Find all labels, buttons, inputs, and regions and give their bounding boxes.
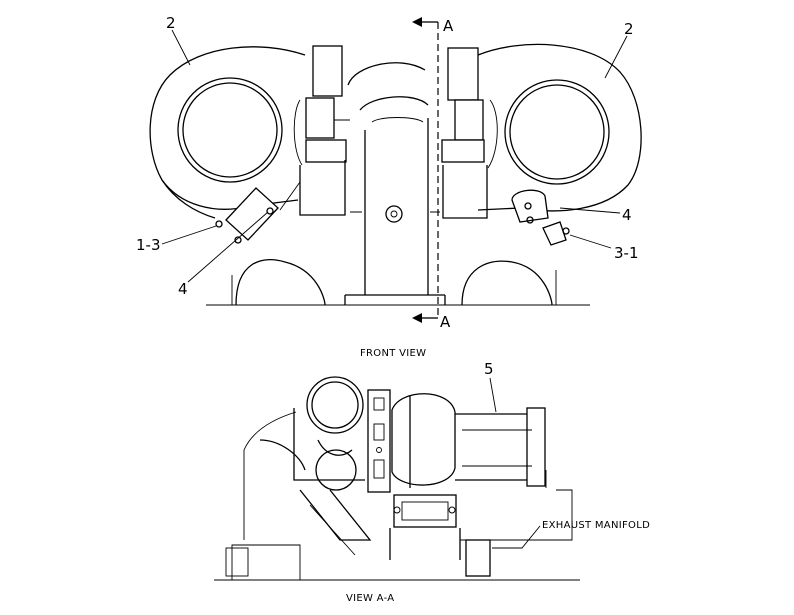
exhaust-manifold-label: EXHAUST MANIFOLD: [542, 520, 650, 531]
callout-bolt-right: 3-1: [614, 244, 639, 262]
turbocharger-left: [149, 45, 350, 219]
exhaust-manifold: [225, 539, 491, 577]
section-marker-bottom: A: [440, 313, 451, 331]
front-view: A A 2 2 1-3: [136, 14, 642, 359]
center-exhaust-pipe: [344, 62, 446, 305]
section-marker-top: A: [443, 17, 454, 35]
callout-exhaust-elbow: 5: [484, 360, 494, 378]
callout-turbo-right: 2: [624, 20, 634, 38]
manifold-base: [206, 259, 590, 306]
bearing-bracket: [367, 389, 391, 493]
exhaust-elbow: [391, 393, 546, 488]
callout-bracket-left: 4: [178, 280, 188, 298]
leader-lines-section: [489, 377, 541, 549]
callout-bolt-left: 1-3: [136, 236, 161, 254]
front-view-caption: FRONT VIEW: [360, 348, 426, 359]
callout-bracket-right: 4: [622, 206, 632, 224]
engine-block-outline: [214, 411, 580, 581]
turbo-housing-section: [259, 376, 372, 556]
callout-turbo-left: 2: [166, 14, 176, 32]
section-view-caption: VIEW A-A: [346, 593, 394, 604]
section-line: A A: [412, 17, 454, 331]
section-view: 5 EXHAUST MANIFOLD VIEW A-A: [214, 360, 650, 604]
bracket-left: [215, 181, 301, 244]
bracket-right: [511, 189, 570, 246]
turbocharger-right: [441, 43, 642, 219]
leader-lines-front: [161, 29, 628, 283]
mounting-flange: [389, 494, 461, 560]
